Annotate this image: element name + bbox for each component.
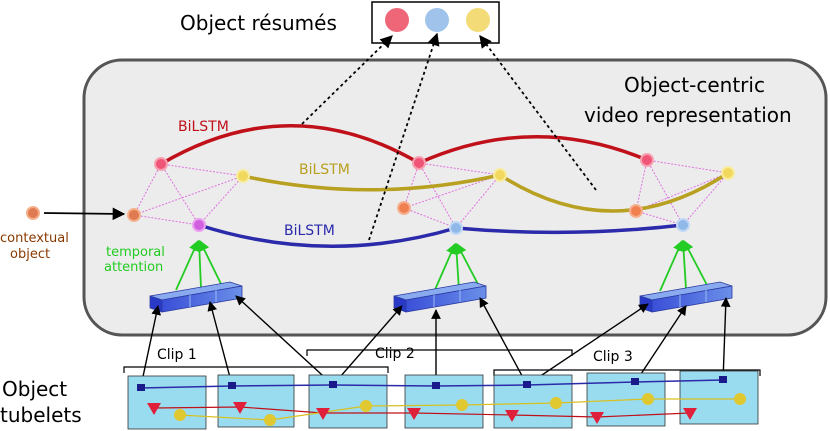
contextual-label-line2: object xyxy=(10,247,50,262)
resume-yellow-dot xyxy=(466,8,490,32)
bilstm-red-label: BiLSTM xyxy=(178,119,229,135)
clip-brackets xyxy=(123,349,761,376)
node-red xyxy=(154,157,168,171)
tubelet-frames xyxy=(127,370,759,430)
graph-nodes xyxy=(127,153,735,235)
contextual-object-node xyxy=(26,206,40,220)
contextual-label-line1: contextual xyxy=(0,231,69,246)
resume-arrows xyxy=(301,32,597,241)
tubelet-blue-boxes xyxy=(137,376,727,391)
clip-label-3: Clip 3 xyxy=(593,349,633,365)
node-yellow xyxy=(721,166,735,180)
node-yellow xyxy=(236,169,250,183)
bilstm-olive-label: BiLSTM xyxy=(299,162,350,178)
tubelet-red-triangles xyxy=(147,402,697,424)
attention-label-line1: temporal xyxy=(106,245,165,260)
tubelet-frame xyxy=(404,374,484,429)
clip-label-2: Clip 2 xyxy=(375,346,415,362)
clip-label-1: Clip 1 xyxy=(157,347,197,363)
attention-label-line2: attention xyxy=(104,260,163,275)
node-orange xyxy=(629,204,643,218)
tubelet-frame xyxy=(127,375,207,430)
tubelet-frame xyxy=(308,374,388,429)
resume-red-dot xyxy=(385,8,409,32)
resume-blue-dot xyxy=(425,8,449,32)
representation-title-line1: Object-centric xyxy=(624,73,765,97)
node-blue xyxy=(449,221,463,235)
node-pink xyxy=(192,218,206,232)
node-red xyxy=(412,156,426,170)
clip-feature-box-2 xyxy=(393,281,487,313)
tubelet-to-box-arrows xyxy=(140,295,731,387)
node-yellow xyxy=(493,168,507,182)
node-blue xyxy=(676,218,690,232)
representation-title-line2: video representation xyxy=(584,103,792,127)
bilstm-blue-label: BiLSTM xyxy=(284,223,335,239)
node-orange xyxy=(397,201,411,215)
tubelets-label-line2: tubelets xyxy=(0,403,82,427)
node-context xyxy=(127,208,141,222)
graph-edges xyxy=(133,159,729,229)
tubelet-yellow-dots xyxy=(174,393,746,426)
attention-fans xyxy=(175,239,709,293)
tubelets-label-line1: Object xyxy=(2,377,67,401)
resumes-title: Object résumés xyxy=(180,11,337,35)
node-red xyxy=(640,153,654,167)
contextual-arrow xyxy=(43,207,126,221)
representation-panel xyxy=(82,58,828,337)
